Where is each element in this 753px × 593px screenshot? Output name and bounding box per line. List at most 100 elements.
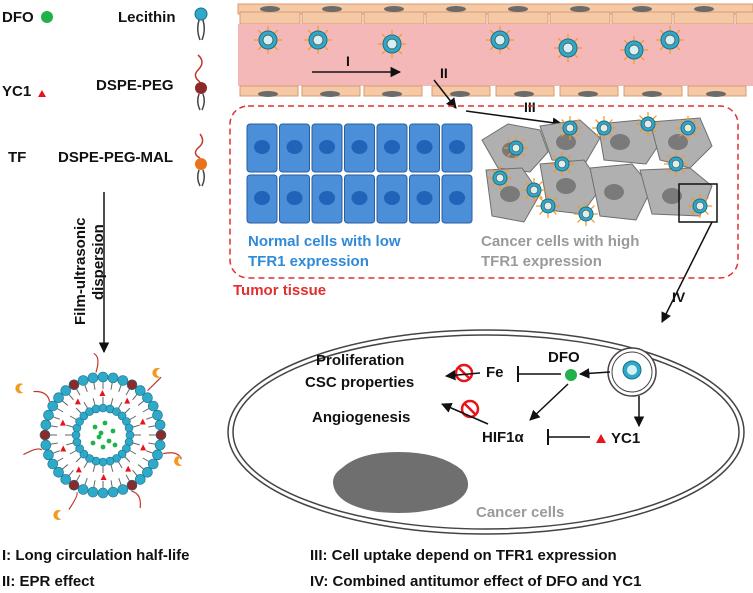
yc1-in-membrane <box>99 390 106 397</box>
normal-cells-caption-line2: TFR1 expression <box>248 253 369 270</box>
footer-item-4: IV: Combined antitumor effect of DFO and… <box>310 573 641 590</box>
dfo-molecule-icon <box>565 369 577 381</box>
step-ii-arrow <box>433 79 457 109</box>
inhibit-proliferation-icon <box>454 363 474 383</box>
hif-label: HIF1α <box>482 429 525 446</box>
cancer-cells-caption-line2: TFR1 expression <box>481 253 602 270</box>
yc1-in-membrane <box>75 466 82 473</box>
endothelial-cell <box>611 11 673 25</box>
zoom-box <box>678 183 718 223</box>
circulating-nanoparticles <box>254 26 684 64</box>
dfo-in-core <box>110 428 116 434</box>
nanoparticle-icon <box>486 26 514 54</box>
footer-legend: I: Long circulation half-life II: EPR ef… <box>2 547 641 590</box>
nanoparticle-icon <box>592 116 616 140</box>
endothelial-cell <box>735 11 753 25</box>
nanoparticle-icon <box>664 152 688 176</box>
tf-ligand <box>174 456 183 467</box>
dfo-in-core <box>102 420 108 426</box>
tf-ligand <box>15 383 24 394</box>
legend: DFO YC1 TF Lecithin DSPE-PEG DSPE-PEG-MA… <box>2 7 208 187</box>
dfo-in-core <box>100 444 106 450</box>
cancer-cells-cluster <box>481 112 713 226</box>
yc1-in-membrane <box>74 398 81 405</box>
nanoparticle-icon <box>656 26 684 54</box>
cancer-cells-caption-line1: Cancer cells with high <box>481 233 639 250</box>
endothelium-bottom <box>239 85 747 97</box>
nanoparticle-icon <box>488 166 512 190</box>
nanoparticle-icon <box>558 116 582 140</box>
nanoparticle-icon <box>636 112 660 136</box>
preparation-step: Film-ultrasonic dispersion <box>72 192 110 354</box>
cancer-cell-mechanism: Cancer cells DFO Fe Proliferation CSC pr… <box>227 329 745 535</box>
dfo-in-core <box>98 430 104 436</box>
yc1-icon <box>38 90 46 97</box>
dfo-in-core <box>92 424 98 430</box>
nucleus <box>333 452 469 513</box>
dfo-in-core <box>96 434 102 440</box>
endothelial-cell <box>673 11 735 25</box>
cancer-cells-label: Cancer cells <box>476 504 564 521</box>
dfo-to-hif-arrow <box>529 383 569 421</box>
tumor-tissue-boundary <box>229 105 739 279</box>
angiogenesis-label: Angiogenesis <box>312 409 410 426</box>
legend-tf-label: TF <box>8 149 26 166</box>
dfo-icon <box>41 11 53 23</box>
endothelial-cell <box>301 11 363 25</box>
yc1-in-membrane <box>125 465 132 472</box>
hif-to-angiogenesis-arrow <box>441 402 489 425</box>
fe-label: Fe <box>486 364 504 381</box>
dspe-peg-mal-icon <box>194 120 207 187</box>
dfo-in-core <box>90 440 96 446</box>
dfo-label: DFO <box>548 349 580 366</box>
yc1-in-membrane <box>124 397 131 404</box>
endothelium-top <box>239 6 753 25</box>
blood-vessel <box>237 3 753 97</box>
endothelial-cell <box>239 11 301 25</box>
nanoparticle-icon <box>254 26 282 54</box>
liposome-nanoparticle <box>15 352 183 521</box>
tf-ligand <box>152 367 161 378</box>
proliferation-label: Proliferation <box>316 352 404 369</box>
yc1-in-membrane <box>59 419 66 426</box>
legend-dfo-label: DFO <box>2 9 34 26</box>
nanoparticle-icon <box>304 26 332 54</box>
endosome-nanoparticle <box>622 360 642 380</box>
nanoparticle-icon <box>378 30 406 58</box>
dfo-in-core <box>106 438 112 444</box>
yc1-in-membrane <box>140 444 147 451</box>
footer-item-3: III: Cell uptake depend on TFR1 expressi… <box>310 547 617 564</box>
step-iv-arrow <box>661 221 713 323</box>
legend-dspe-peg-mal-label: DSPE-PEG-MAL <box>58 149 173 166</box>
yc1-molecule-icon <box>596 434 606 443</box>
lecithin-icon <box>194 7 208 41</box>
release-dfo-arrow <box>578 368 611 379</box>
film-label-line1: Film-ultrasonic <box>72 217 89 325</box>
endothelial-cell <box>363 11 425 25</box>
footer-item-2: II: EPR effect <box>2 573 95 590</box>
nanoparticle-icon <box>536 194 560 218</box>
yc1-in-membrane <box>60 445 67 452</box>
endothelial-cell <box>425 11 487 25</box>
legend-dspe-peg-label: DSPE-PEG <box>96 77 174 94</box>
nanoparticle-icon <box>620 36 648 64</box>
step-ii-label: II <box>440 65 448 81</box>
tf-icon <box>31 150 42 169</box>
nanoparticle-icon <box>574 202 598 226</box>
normal-cells-grid <box>246 123 473 224</box>
endothelial-cell <box>549 11 611 25</box>
nanoparticle-icon <box>554 34 582 62</box>
nanoparticle-icon <box>504 136 528 160</box>
yc1-in-membrane <box>139 418 146 425</box>
dspe-peg-icon <box>194 54 207 111</box>
endothelial-cell <box>487 11 549 25</box>
yc1-in-membrane <box>100 473 107 480</box>
tf-ligand <box>53 510 62 521</box>
nanoparticle-icon <box>522 178 546 202</box>
dfo-in-core <box>112 442 118 448</box>
inhibit-angiogenesis-icon <box>460 399 480 419</box>
normal-cells-caption-line1: Normal cells with low <box>248 233 401 250</box>
step-iii-arrow <box>465 110 564 128</box>
